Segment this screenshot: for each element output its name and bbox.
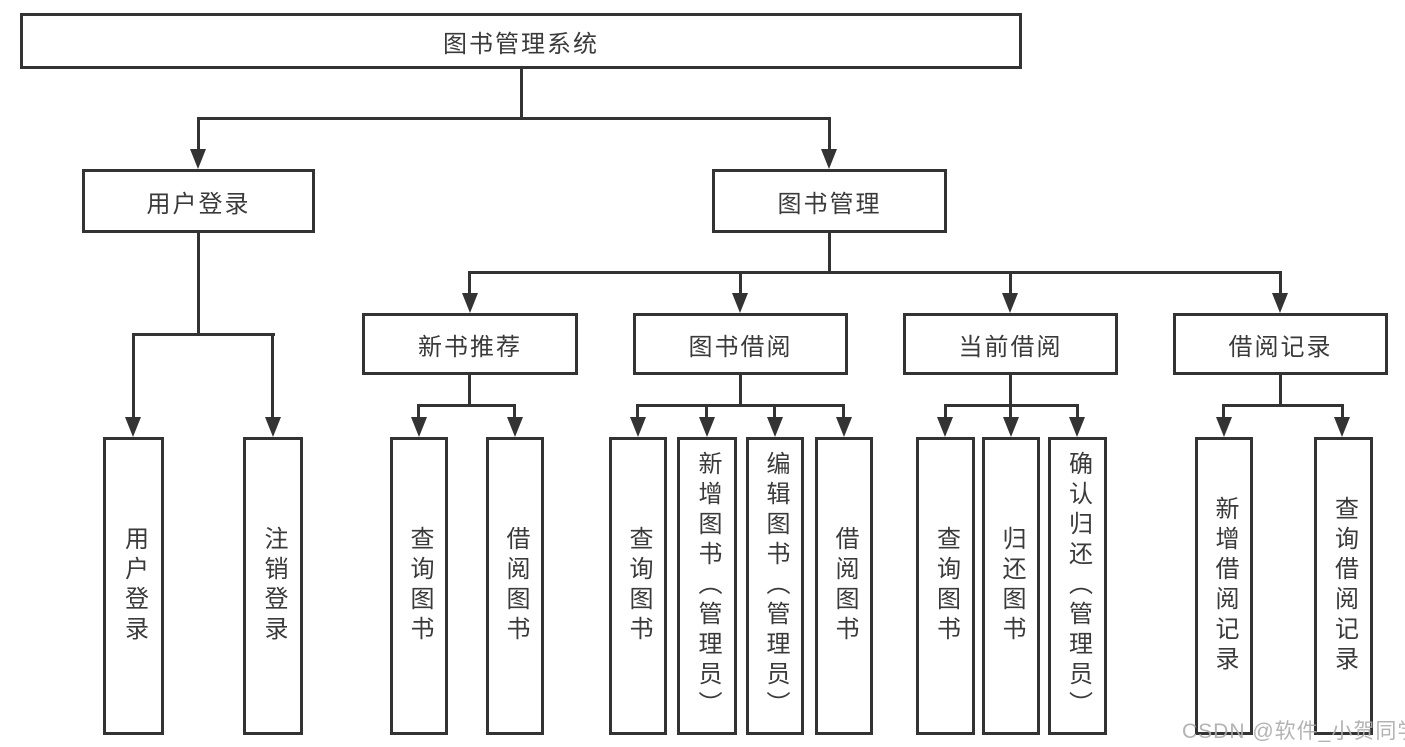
node-current-borrowing: 当前借阅	[903, 313, 1118, 375]
connector-line	[944, 404, 947, 427]
leaf-logout-label: 注销登录	[260, 526, 287, 646]
arrow-down-icon	[630, 417, 646, 437]
arrow-down-icon	[125, 417, 141, 437]
arrow-down-icon	[462, 293, 478, 313]
leaf-borrow-books-borrowing-label: 借阅图书	[831, 526, 858, 646]
leaf-query-books-borrowing: 查询图书	[609, 437, 667, 735]
node-library-system-label: 图书管理系统	[443, 30, 599, 58]
leaf-return-books: 归还图书	[982, 437, 1040, 735]
connector-line	[636, 404, 639, 427]
connector-line	[1009, 375, 1012, 406]
leaf-add-books-admin: 新增图书（管理员）	[677, 437, 737, 735]
leaf-query-borrow-record: 查询借阅记录	[1314, 437, 1373, 735]
leaf-logout: 注销登录	[243, 437, 303, 735]
arrow-down-icon	[1334, 417, 1350, 437]
connector-line	[1076, 404, 1079, 427]
connector-line	[197, 233, 200, 336]
leaf-borrow-books-borrowing: 借阅图书	[815, 437, 873, 735]
connector-line	[271, 333, 274, 427]
arrow-down-icon	[1002, 293, 1018, 313]
arrow-down-icon	[411, 417, 427, 437]
node-new-book-recommend-label: 新书推荐	[418, 333, 522, 361]
node-user-login-label: 用户登录	[146, 190, 251, 218]
connector-line	[1222, 404, 1225, 427]
leaf-add-borrow-record: 新增借阅记录	[1195, 437, 1253, 735]
arrow-down-icon	[836, 417, 852, 437]
leaf-query-books-current: 查询图书	[916, 437, 975, 735]
arrow-down-icon	[1069, 417, 1085, 437]
leaf-borrow-books-recommend-label: 借阅图书	[502, 526, 529, 646]
connector-line	[197, 117, 200, 159]
connector-line	[739, 271, 742, 305]
node-user-login: 用户登录	[82, 169, 315, 233]
connector-line	[1009, 271, 1012, 305]
leaf-confirm-return-admin: 确认归还（管理员）	[1048, 437, 1107, 735]
connector-line	[468, 271, 471, 305]
connector-line	[842, 404, 845, 427]
leaf-user-login-label: 用户登录	[120, 526, 148, 646]
connector-line	[739, 375, 742, 406]
arrow-down-icon	[732, 293, 748, 313]
node-book-borrowing: 图书借阅	[633, 313, 848, 375]
node-library-system: 图书管理系统	[20, 13, 1022, 69]
leaf-add-borrow-record-label: 新增借阅记录	[1211, 496, 1238, 676]
node-book-borrowing-label: 图书借阅	[688, 333, 793, 361]
leaf-query-books-recommend: 查询图书	[390, 437, 448, 735]
connector-line	[513, 404, 516, 427]
node-borrow-records: 借阅记录	[1173, 313, 1388, 375]
arrow-down-icon	[1216, 417, 1232, 437]
node-current-borrowing-label: 当前借阅	[958, 333, 1063, 361]
node-new-book-recommend: 新书推荐	[362, 313, 578, 375]
arrow-down-icon	[699, 417, 715, 437]
connector-line	[828, 117, 831, 159]
connector-line	[417, 404, 516, 407]
connector-line	[1009, 404, 1012, 427]
arrow-down-icon	[1003, 417, 1019, 437]
connector-line	[132, 333, 135, 427]
leaf-borrow-books-recommend: 借阅图书	[486, 437, 544, 735]
connector-line	[1279, 271, 1282, 305]
connector-line	[828, 233, 831, 274]
connector-line	[1341, 404, 1344, 427]
arrow-down-icon	[767, 417, 783, 437]
connector-line	[520, 69, 523, 119]
connector-line	[636, 404, 845, 407]
connector-line	[773, 404, 776, 427]
leaf-query-books-recommend-label: 查询图书	[406, 526, 433, 646]
connector-line	[705, 404, 708, 427]
connector-line	[468, 375, 471, 406]
leaf-edit-books-admin-label: 编辑图书（管理员）	[762, 451, 789, 721]
node-book-management-label: 图书管理	[777, 190, 882, 218]
leaf-return-books-label: 归还图书	[998, 526, 1025, 646]
csdn-watermark: CSDN @软件_小贺同学	[1182, 720, 1405, 743]
arrow-down-icon	[265, 417, 281, 437]
node-book-management: 图书管理	[712, 169, 947, 233]
leaf-query-books-current-label: 查询图书	[932, 526, 960, 646]
leaf-edit-books-admin: 编辑图书（管理员）	[746, 437, 804, 735]
arrow-down-icon	[937, 417, 953, 437]
arrow-down-icon	[821, 149, 837, 169]
arrow-down-icon	[190, 149, 206, 169]
connector-line	[1279, 375, 1282, 406]
leaf-user-login: 用户登录	[103, 437, 164, 735]
leaf-query-borrow-record-label: 查询借阅记录	[1330, 496, 1358, 676]
connector-line	[468, 271, 1282, 274]
leaf-query-books-borrowing-label: 查询图书	[625, 526, 652, 646]
leaf-add-books-admin-label: 新增图书（管理员）	[694, 451, 721, 721]
connector-line	[1222, 404, 1344, 407]
arrow-down-icon	[507, 417, 523, 437]
arrow-down-icon	[1272, 293, 1288, 313]
node-borrow-records-label: 借阅记录	[1228, 333, 1333, 361]
connector-line	[132, 333, 275, 336]
leaf-confirm-return-admin-label: 确认归还（管理员）	[1064, 451, 1092, 721]
connector-line	[417, 404, 420, 427]
connector-line	[197, 117, 831, 120]
